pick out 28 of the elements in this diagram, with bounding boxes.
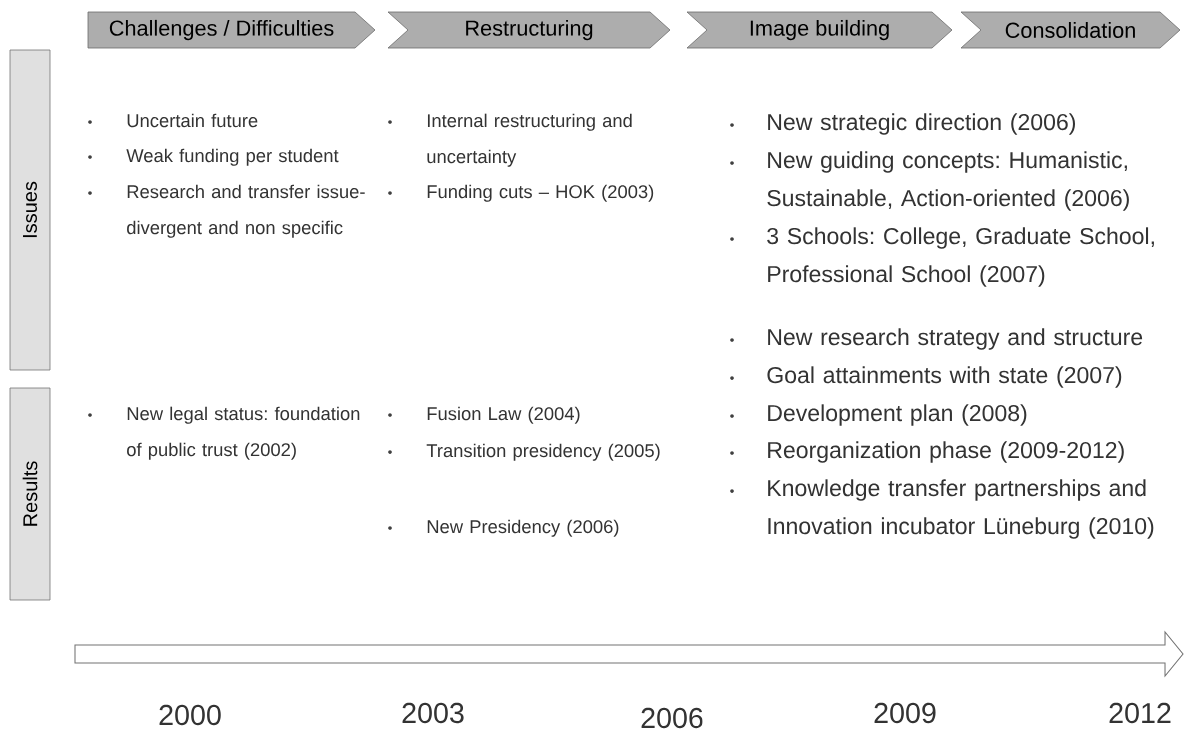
- bullet-text: Uncertain future: [127, 113, 258, 128]
- bullet-text: Transition presidency (2005): [426, 443, 660, 461]
- bullet-text: New research strategy and structure: [768, 328, 1143, 350]
- bullet-text: Funding cuts – HOK (2003): [427, 184, 654, 202]
- bullet-text: Internal restructuring and uncertainty: [427, 113, 632, 167]
- year-label: 2006: [641, 707, 703, 729]
- row-band: Issues: [9, 49, 51, 371]
- year-label: 2012: [1109, 702, 1171, 724]
- bullet-text: New guiding concepts: Humanistic, Sustainable, Action-oriented (2006): [767, 151, 1129, 211]
- bullet-text: 3 Schools: College, Graduate School, Professional School (2007): [767, 227, 1154, 287]
- phase-banner: Restructuring: [387, 11, 671, 49]
- bullet-text: Reorganization phase (2009-2012): [768, 441, 1124, 463]
- phase-banner: Challenges / Difficulties: [87, 11, 376, 49]
- bullet-text: New Presidency (2006): [427, 519, 619, 537]
- bullet-text: Knowledge transfer partnerships and Innovation incubator Lüneburg (2010): [768, 479, 1154, 539]
- bullet-text: New strategic direction (2006): [768, 113, 1075, 135]
- bullet-text: New legal status: foundation of public trust (2002): [127, 406, 360, 460]
- phase-banner: Consolidation: [960, 11, 1181, 49]
- bullet-text: Goal attainments with state (2007): [767, 366, 1122, 388]
- bullet-text: Development plan (2008): [768, 404, 1027, 426]
- year-label: 2009: [874, 702, 936, 724]
- bullet-text: Weak funding per student: [126, 148, 339, 166]
- row-band: Results: [9, 387, 51, 601]
- bullet-text: Fusion Law (2004): [427, 406, 580, 424]
- phase-banner: Image building: [686, 11, 953, 49]
- year-label: 2000: [159, 704, 221, 726]
- bullet-text: Research and transfer issue- divergent and non specific: [127, 184, 365, 238]
- year-label: 2003: [402, 702, 464, 724]
